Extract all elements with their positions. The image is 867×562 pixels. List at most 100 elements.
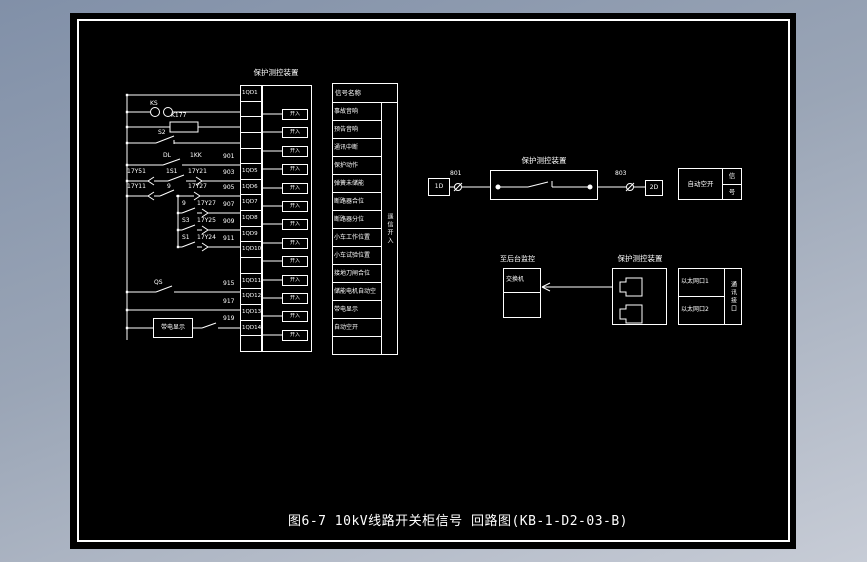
di-input-box: 开入 — [282, 330, 308, 341]
terminal-block-right: 2D — [645, 180, 663, 196]
plug-label: 17Y11 — [127, 183, 146, 190]
signal-row — [333, 337, 381, 355]
terminal-cell: 1QD14 — [241, 321, 261, 337]
junction-dot — [587, 184, 593, 190]
switch-label: S2 — [158, 129, 166, 136]
terminal-cell: 1QD7 — [241, 195, 261, 212]
di-input-box: 开入 — [282, 146, 308, 157]
plug-label: 17Y21 — [188, 168, 207, 175]
terminal-cell: 1QD8 — [241, 211, 261, 227]
signal-row: 事故音响 — [333, 103, 381, 121]
contact-label: DL — [163, 152, 171, 159]
remote-box-label: 交换机 — [504, 269, 540, 293]
terminal-cell: 1QD12 — [241, 289, 261, 305]
di-input-box: 开入 — [282, 109, 308, 120]
di-input-box: 开入 — [282, 127, 308, 138]
terminal-cell — [241, 102, 261, 118]
signal-row: 接地刀闸合位 — [333, 265, 381, 283]
di-input-box: 开入 — [282, 275, 308, 286]
terminal-cell: 1QD9 — [241, 227, 261, 243]
wire-number: 903 — [223, 169, 235, 176]
contact-label: 1KK — [190, 152, 202, 159]
voltage-display-box: 带电显示 — [153, 318, 193, 338]
signal-row: 带电显示 — [333, 301, 381, 319]
wire-number: 909 — [223, 218, 235, 225]
remote-caption: 至后台监控 — [500, 255, 535, 263]
arrow-icon — [541, 282, 612, 292]
resistor-icon — [169, 121, 199, 133]
terminal-cell: 1QD6 — [241, 180, 261, 196]
terminal-cell — [241, 133, 261, 149]
signal-table-rows: 事故音响 预告音响 通讯中断 保护动作 弹簧未储能 断路器合位 断路器分位 小车… — [333, 103, 382, 355]
di-input-box: 开入 — [282, 311, 308, 322]
signal-row: 通讯中断 — [333, 139, 381, 157]
signal-table-header: 信号名称 — [333, 84, 397, 103]
comm-side-note: 通讯接口 — [729, 280, 737, 313]
cad-canvas: KS K177 S2 DL 1KK 901 17Y51 1S1 17Y21 90… — [70, 13, 796, 549]
wire-number: 907 — [223, 201, 235, 208]
terminal-cell: 1QD11 — [241, 274, 261, 290]
wire-number: 917 — [223, 298, 235, 305]
plug-label: 17Y51 — [127, 168, 146, 175]
wire-number: 803 — [615, 170, 627, 177]
contact-label: 9 — [167, 183, 171, 190]
signal-row: 保护动作 — [333, 157, 381, 175]
di-input-box: 开入 — [282, 219, 308, 230]
signal-row: 小车试验位置 — [333, 247, 381, 265]
terminal-cell — [241, 258, 261, 274]
output-col-bottom: 号 — [728, 187, 736, 196]
contact-label: 9 — [182, 200, 186, 207]
lamp-label: KS — [150, 100, 158, 107]
remote-monitor-box: 交换机 — [503, 268, 541, 318]
wire-number: 905 — [223, 184, 235, 191]
terminal-block-left: 1D — [428, 178, 450, 196]
comm-circuit-wiring — [541, 277, 643, 324]
di-input-box: 开入 — [282, 293, 308, 304]
protection-device-box-small — [490, 170, 598, 200]
di-input-box: 开入 — [282, 238, 308, 249]
signal-row: 储能电机自动空开 — [333, 283, 381, 301]
signal-row: 预告音响 — [333, 121, 381, 139]
contact-label: 1S1 — [166, 168, 178, 175]
device-caption: 保护测控装置 — [521, 156, 567, 165]
terminal-cell — [241, 117, 261, 133]
di-input-box: 开入 — [282, 201, 308, 212]
signal-table-side-column: 遥信开入 — [382, 103, 397, 355]
lamp-icon — [150, 107, 160, 117]
wire-number: 911 — [223, 235, 235, 242]
wire-number: 919 — [223, 315, 235, 322]
contact-label: S3 — [182, 217, 190, 224]
output-col-top: 信 — [723, 169, 741, 185]
port2-label: 以太网口2 — [681, 306, 709, 313]
resistor-label: K177 — [171, 112, 187, 119]
rj45-icon — [619, 304, 643, 324]
signal-row: 自动空开 — [333, 319, 381, 337]
wire-number: 901 — [223, 153, 235, 160]
device-caption: 保护测控装置 — [253, 68, 299, 77]
drawing-border-frame — [77, 19, 790, 542]
plug-label: 17Y27 — [197, 200, 216, 207]
di-input-box: 开入 — [282, 256, 308, 267]
signal-row: 断路器合位 — [333, 193, 381, 211]
terminal-strip: 1QD1 1QD5 1QD6 1QD7 1QD8 1QD9 1QD10 1QD1… — [240, 85, 262, 352]
di-input-box: 开入 — [282, 183, 308, 194]
terminal-cell: 1QD10 — [241, 242, 261, 259]
wire-number: 915 — [223, 280, 235, 287]
trip-circuit-wiring — [450, 181, 645, 192]
output-label: 自动空开 — [679, 169, 723, 199]
contact-label: S1 — [182, 234, 190, 241]
signal-row: 小车工作位置 — [333, 229, 381, 247]
side-note: 遥信开入 — [386, 213, 393, 245]
contact-label: QS — [154, 279, 163, 286]
signal-row: 断路器分位 — [333, 211, 381, 229]
drawing-title: 图6-7 10kV线路开关柜信号 回路图(KB-1-D2-03-B) — [288, 514, 629, 529]
ethernet-port-box: 以太网口1 以太网口2 通讯接口 — [678, 268, 742, 325]
terminal-cell: 1QD1 — [241, 86, 261, 102]
device-caption: 保护测控装置 — [617, 254, 663, 263]
signal-row: 弹簧未储能 — [333, 175, 381, 193]
plug-label: 17Y27 — [188, 183, 207, 190]
terminal-icon — [626, 183, 634, 191]
comm-device-box — [612, 268, 667, 325]
terminal-icon — [454, 183, 462, 191]
plug-label: 17Y25 — [197, 217, 216, 224]
